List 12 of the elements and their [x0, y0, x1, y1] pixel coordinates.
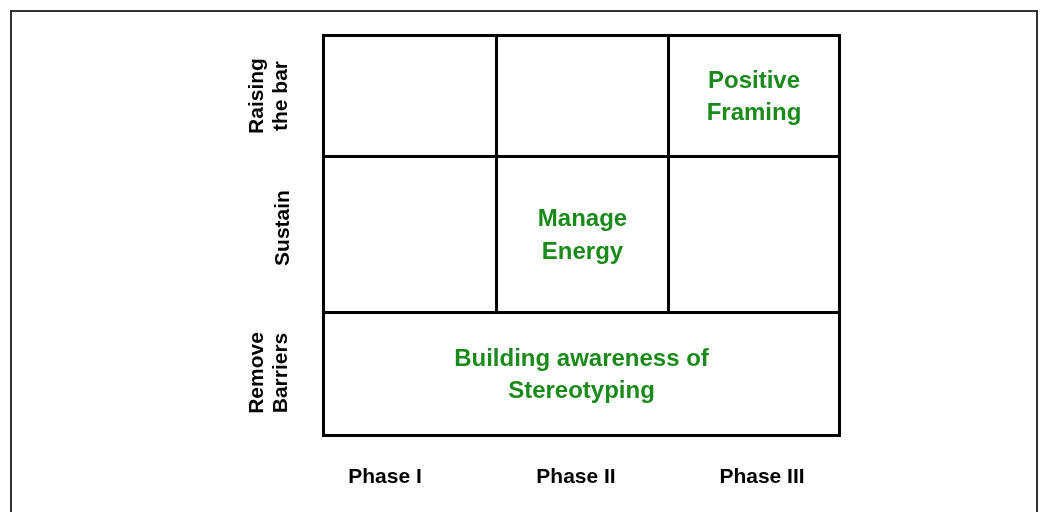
row-label: Remove Barriers	[243, 331, 292, 416]
cell-text: Building awareness of Stereotyping	[453, 342, 710, 405]
grid-cell	[322, 34, 498, 158]
column-label: Phase II	[536, 464, 616, 488]
row-label: Sustain	[269, 189, 294, 268]
cell-text: Manage Energy	[536, 203, 629, 266]
cell-text: Positive Framing	[705, 64, 803, 127]
grid-cell	[667, 34, 841, 158]
row-label: Raising the bar	[243, 57, 292, 136]
grid-cell	[322, 311, 841, 437]
column-label: Phase I	[348, 464, 422, 488]
column-label: Phase III	[719, 464, 805, 488]
